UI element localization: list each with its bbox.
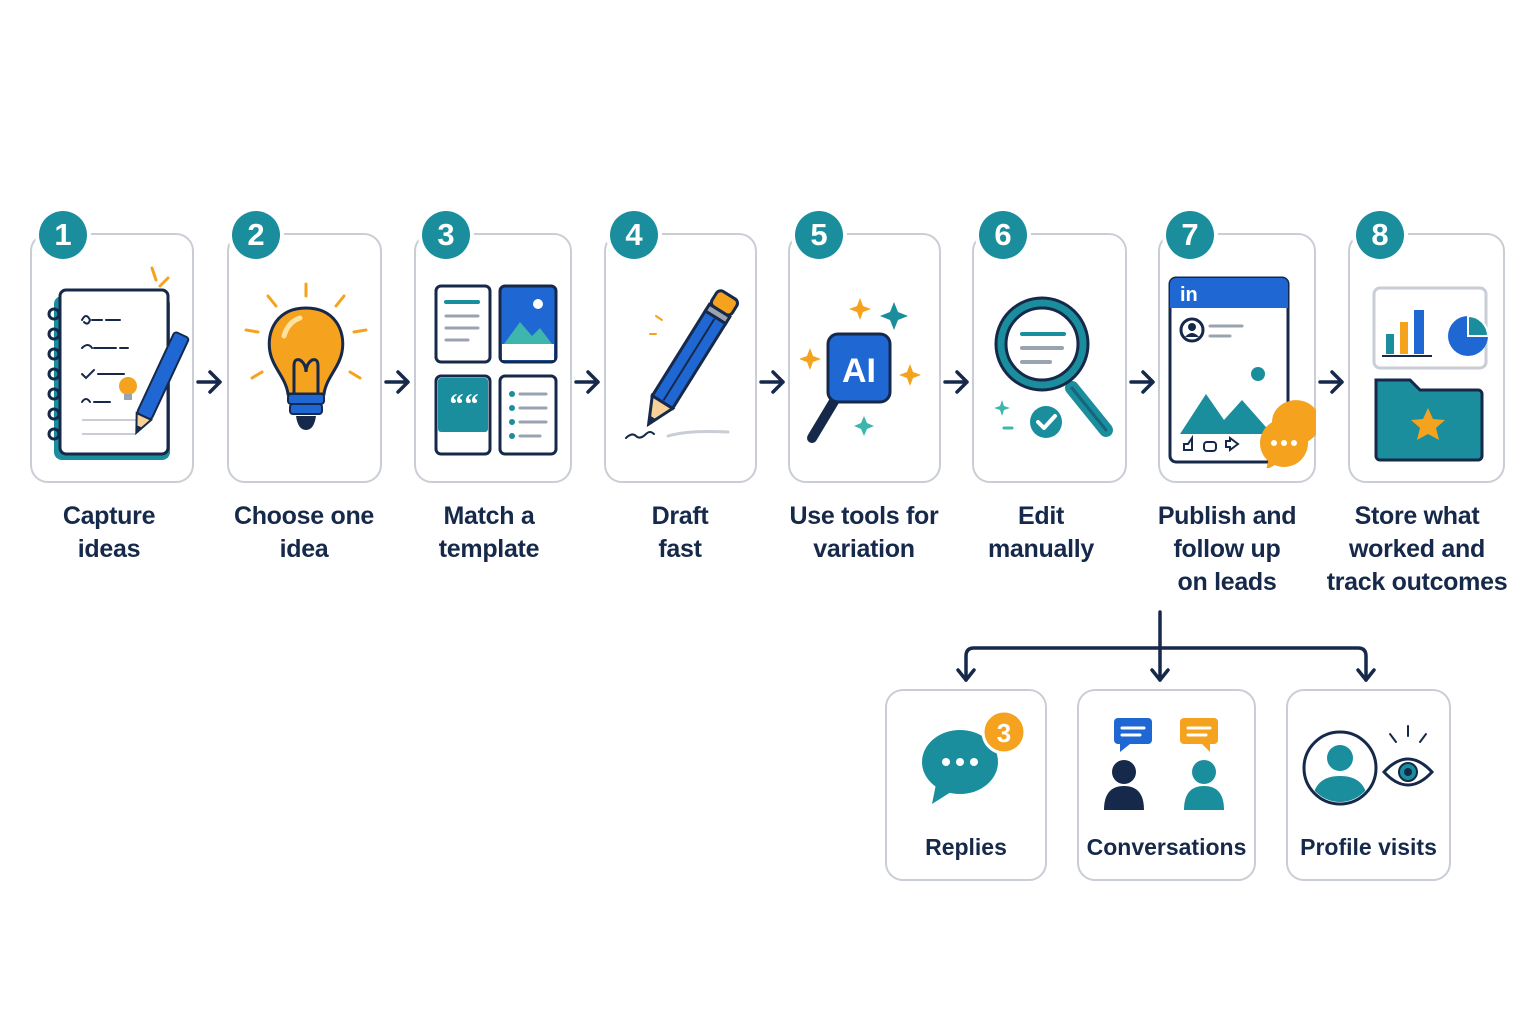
magnifier-check-icon xyxy=(994,296,1113,438)
arrow-right-icon xyxy=(384,370,410,394)
lightbulb-icon xyxy=(244,282,368,430)
chat-bubble-icon: 3 xyxy=(922,709,1027,804)
arrow-right-icon xyxy=(196,370,222,394)
step-number-2: 2 xyxy=(232,211,280,259)
outcome-label-conversations: Conversations xyxy=(1086,834,1247,860)
notebook-icon xyxy=(47,266,190,460)
arrow-right-icon xyxy=(1318,370,1344,394)
people-chat-icon xyxy=(1104,718,1224,810)
arrow-right-icon xyxy=(943,370,969,394)
chart-folder-icon xyxy=(1372,286,1490,462)
step-number-5: 5 xyxy=(795,211,843,259)
linkedin-post-icon: in xyxy=(1168,276,1316,468)
step-number-6: 6 xyxy=(979,211,1027,259)
quote-mark-text: ““ xyxy=(448,388,478,421)
arrow-right-icon xyxy=(574,370,600,394)
arrow-right-icon xyxy=(1129,370,1155,394)
arrow-right-icon xyxy=(759,370,785,394)
step-number-3: 3 xyxy=(422,211,470,259)
outcome-label-replies: Replies xyxy=(925,834,1007,860)
outcome-card-conversations xyxy=(1077,689,1256,881)
step-number-8: 8 xyxy=(1356,211,1404,259)
replies-count-badge: 3 xyxy=(997,718,1011,748)
branch-connector xyxy=(956,610,1376,682)
ai-badge-text: AI xyxy=(842,352,876,390)
pencil-icon xyxy=(625,289,740,439)
step-number-1: 1 xyxy=(39,211,87,259)
step-number-7: 7 xyxy=(1166,211,1214,259)
profile-eye-icon xyxy=(1302,725,1435,806)
step-number-4: 4 xyxy=(610,211,658,259)
linkedin-badge-text: in xyxy=(1180,284,1198,306)
template-grid-icon: ““ xyxy=(434,284,558,456)
outcome-label-profile-visits: Profile visits xyxy=(1300,834,1437,860)
ai-tool-icon: AI xyxy=(800,298,921,443)
